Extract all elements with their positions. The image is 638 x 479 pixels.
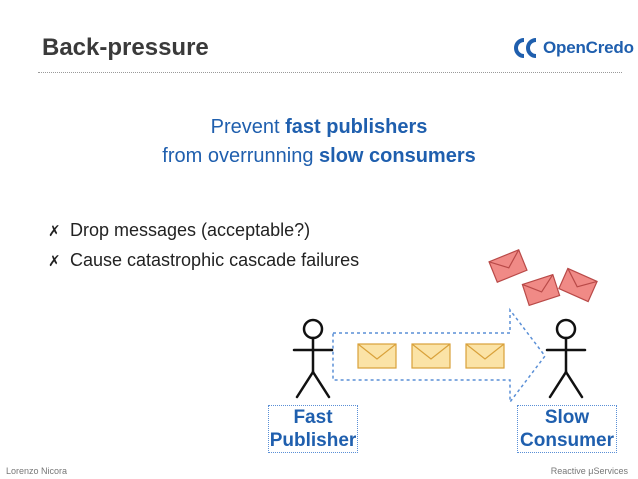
slow-consumer-label: Slow Consumer — [517, 405, 617, 453]
message-flow-arrow — [332, 307, 546, 405]
headline-line-2-prefix: from overrunning — [162, 145, 320, 167]
bullet-item: ✗ Drop messages (acceptable?) — [48, 220, 310, 241]
headline-line-2: from overrunning slow consumers — [0, 145, 638, 168]
headline-line-1-prefix: Prevent — [210, 116, 286, 138]
dropped-envelope-icon — [521, 273, 561, 307]
dropped-envelope-icon — [488, 249, 528, 283]
slide-title: Back-pressure — [42, 34, 209, 61]
fast-publisher-label-line-1: Fast — [293, 407, 333, 428]
message-envelope-icon — [411, 343, 451, 369]
fast-publisher-label-line-2: Publisher — [269, 430, 357, 451]
headline-fast-publishers: fast publishers — [285, 116, 428, 138]
bullet-text: Drop messages (acceptable?) — [70, 220, 311, 240]
dropped-envelope-icon — [558, 267, 598, 303]
slow-consumer-label-line-1: Slow — [544, 407, 590, 428]
bullet-item: ✗ Cause catastrophic cascade failures — [48, 250, 359, 271]
consumer-person-icon — [545, 318, 587, 399]
headline-line-1: Prevent fast publishers — [0, 116, 638, 139]
opencredo-logo-icon — [514, 38, 537, 58]
footer-talk-title: Reactive μServices — [550, 466, 628, 476]
title-divider — [38, 72, 622, 73]
slow-consumer-label-line-2: Consumer — [520, 430, 614, 451]
message-envelope-icon — [357, 343, 397, 369]
bullet-text: Cause catastrophic cascade failures — [70, 250, 360, 270]
fast-publisher-label: Fast Publisher — [268, 405, 358, 453]
headline-slow-consumers: slow consumers — [319, 145, 476, 167]
message-envelope-icon — [465, 343, 505, 369]
opencredo-logo: OpenCredo — [513, 37, 634, 59]
logo-text: OpenCredo — [543, 38, 634, 57]
footer-author: Lorenzo Nicora — [6, 466, 68, 476]
cross-mark-icon: ✗ — [48, 222, 61, 240]
publisher-person-icon — [292, 318, 334, 399]
cross-mark-icon: ✗ — [48, 252, 61, 270]
